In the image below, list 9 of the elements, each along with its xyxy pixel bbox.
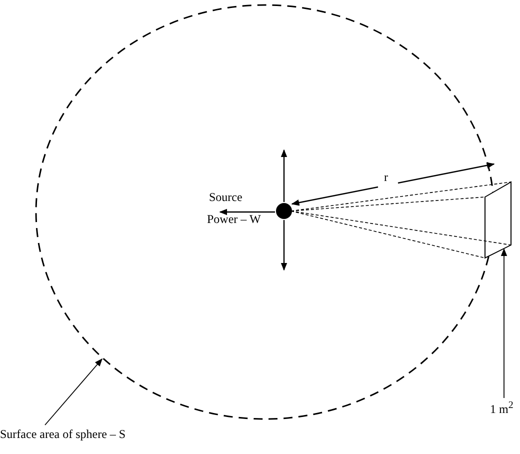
source-label: Power – W [207,212,261,226]
leader-line [44,358,103,426]
source-label: Source [209,190,242,204]
source-dot [276,203,292,219]
radius-label: r [384,170,388,184]
callout-text: 1 m$^{2}$ [490,399,514,416]
leader-line [500,248,508,398]
callout-text: Surface area of sphere – S [0,427,126,441]
sphere-outline [35,4,495,420]
